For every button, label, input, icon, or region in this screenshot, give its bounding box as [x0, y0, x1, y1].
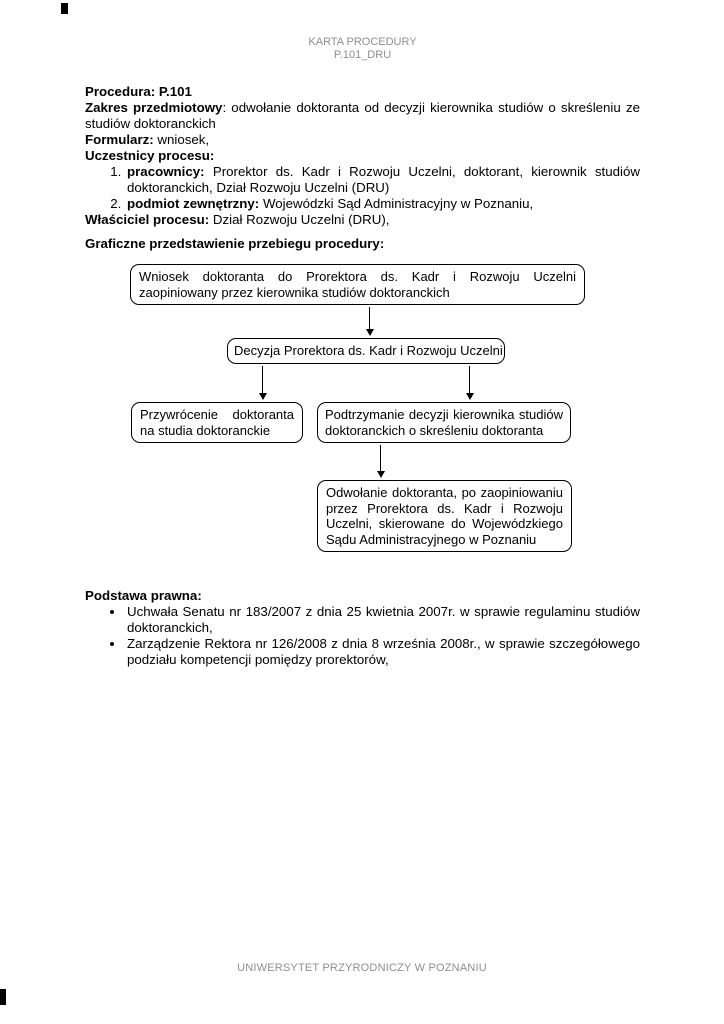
flow-node-podtrzymanie: Podtrzymanie decyzji kierownika studiów …: [317, 402, 571, 443]
participants-list: pracownicy: Prorektor ds. Kadr i Rozwoju…: [85, 164, 640, 212]
legal-list: Uchwała Senatu nr 183/2007 z dnia 25 kwi…: [85, 604, 640, 668]
field-zakres-label: Zakres przedmiotowy: [85, 100, 223, 115]
participants-heading: Uczestnicy procesu:: [85, 148, 215, 163]
flow-arrow-down-icon: [365, 307, 374, 336]
flow-node-odwolanie: Odwołanie doktoranta, po zaopiniowaniu p…: [317, 480, 572, 552]
participants-item-podmiot: podmiot zewnętrzny: Wojewódzki Sąd Admin…: [125, 196, 640, 212]
diagram-heading: Graficzne przedstawienie przebiegu proce…: [85, 236, 385, 251]
document-footer: UNIWERSYTET PRZYRODNICZY W POZNANIU: [237, 962, 487, 974]
flow-arrow-down-icon: [465, 366, 474, 400]
header-title: KARTA PROCEDURY: [308, 36, 417, 48]
flow-node-przywrocenie: Przywrócenie doktoranta na studia doktor…: [131, 402, 303, 443]
flow-arrow-down-icon: [258, 366, 267, 400]
legal-heading: Podstawa prawna:: [85, 588, 202, 603]
participants-item-label: pracownicy:: [127, 164, 205, 179]
field-procedura-value: P.101: [158, 84, 192, 99]
participants-item-pracownicy: pracownicy: Prorektor ds. Kadr i Rozwoju…: [125, 164, 640, 196]
scan-artifact: [0, 989, 6, 1005]
field-zakres: Zakres przedmiotowy: odwołanie doktorant…: [85, 100, 640, 132]
field-formularz: Formularz: wniosek,: [85, 132, 640, 148]
flow-node-decyzja: Decyzja Prorektora ds. Kadr i Rozwoju Uc…: [227, 338, 505, 364]
participants-item-value: Prorektor ds. Kadr i Rozwoju Uczelni, do…: [127, 164, 640, 195]
field-procedura: Procedura: P.101: [85, 84, 640, 100]
field-zakres-value: : odwołanie doktoranta od decyzji kierow…: [85, 100, 640, 131]
flow-node-wniosek: Wniosek doktoranta do Prorektora ds. Kad…: [130, 264, 585, 305]
header-subtitle: P.101_DRU: [333, 49, 392, 61]
legal-item: Zarządzenie Rektora nr 126/2008 z dnia 8…: [125, 636, 640, 668]
document-header: KARTA PROCEDURY P.101_DRU: [85, 36, 640, 62]
page-content: KARTA PROCEDURY P.101_DRU Procedura: P.1…: [85, 36, 640, 668]
legal-item: Uchwała Senatu nr 183/2007 z dnia 25 kwi…: [125, 604, 640, 636]
field-wlasciciel-value: Dział Rozwoju Uczelni (DRU),: [212, 212, 390, 227]
participants-item-value: Wojewódzki Sąd Administracyjny w Poznani…: [262, 196, 534, 211]
field-formularz-value: wniosek,: [157, 132, 210, 147]
field-wlasciciel: Właściciel procesu: Dział Rozwoju Uczeln…: [85, 212, 640, 228]
scan-artifact: [61, 3, 68, 14]
field-wlasciciel-label: Właściciel procesu:: [85, 212, 210, 227]
flow-arrow-down-icon: [376, 445, 385, 478]
participants-item-label: podmiot zewnętrzny:: [127, 196, 260, 211]
field-formularz-label: Formularz:: [85, 132, 154, 147]
procedure-flowchart: Wniosek doktoranta do Prorektora ds. Kad…: [85, 264, 640, 564]
field-procedura-label: Procedura:: [85, 84, 156, 99]
